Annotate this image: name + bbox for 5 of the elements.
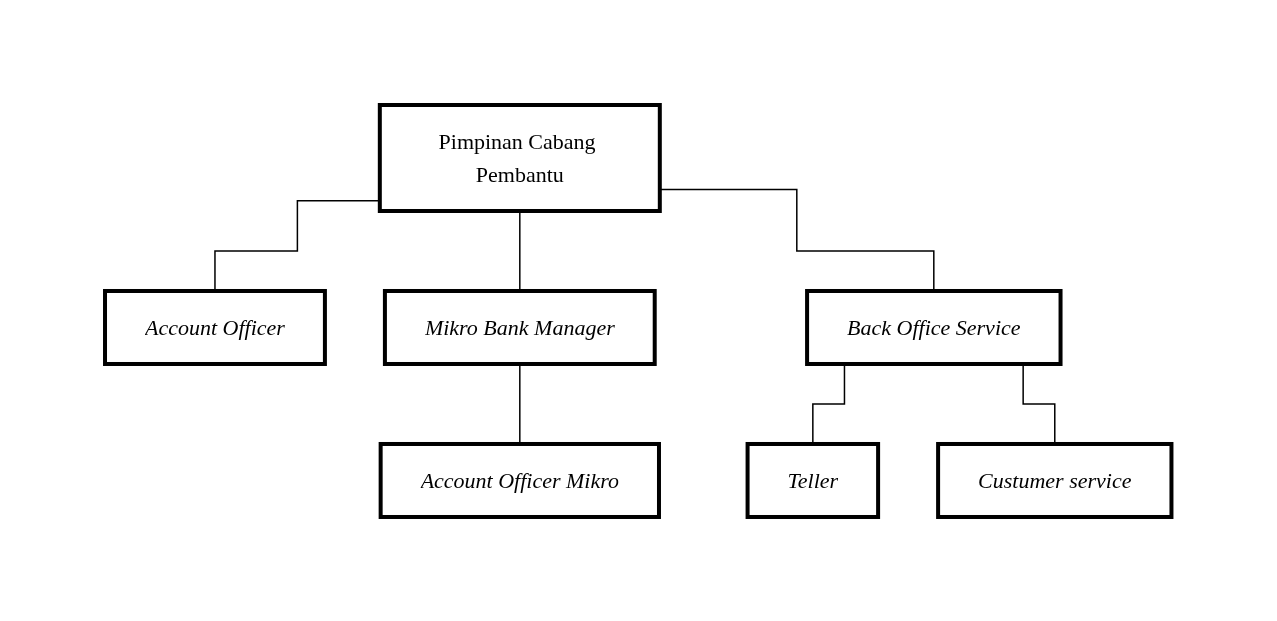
node-box: Custumer service: [936, 441, 1174, 519]
node-box: Teller: [745, 441, 881, 519]
node-box: Mikro Bank Manager: [383, 288, 657, 366]
node-box: Back Office Service: [805, 288, 1063, 366]
node-box: Pimpinan Cabang Pembantu: [378, 102, 663, 213]
